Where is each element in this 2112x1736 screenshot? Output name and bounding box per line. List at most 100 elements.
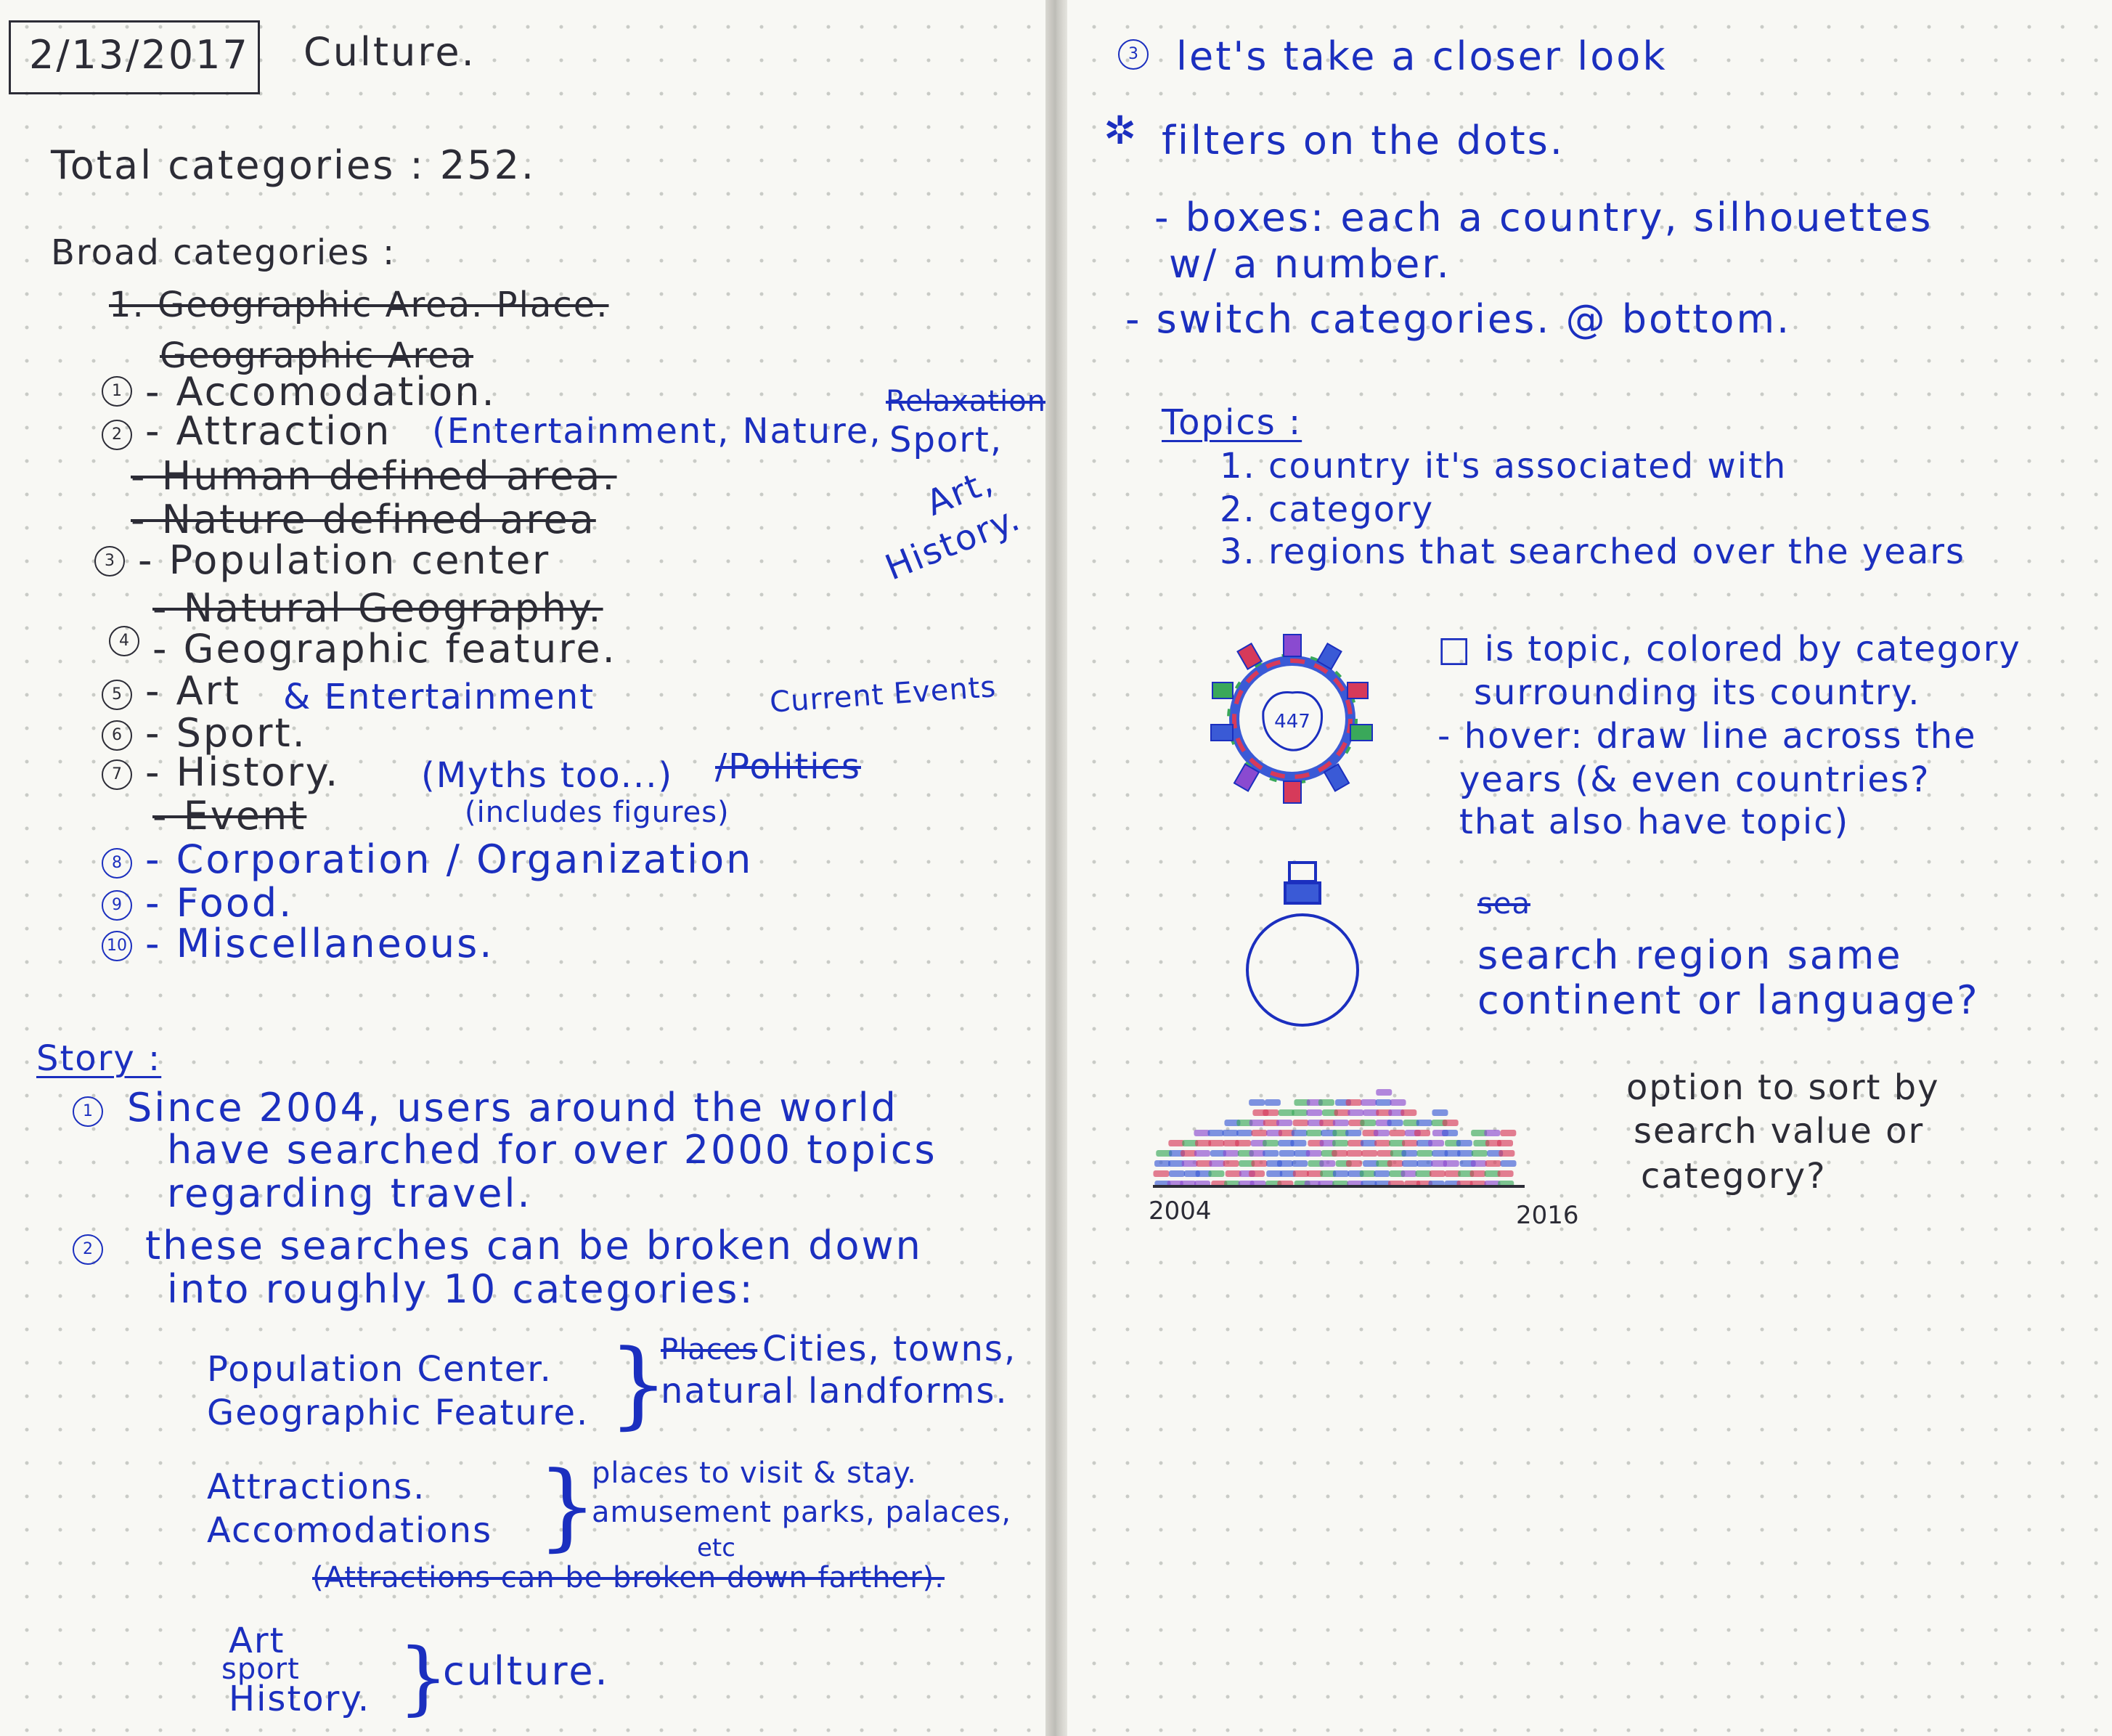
stack-mark [1251,1130,1268,1136]
item-number: 4 [109,626,139,656]
boxes-note: - boxes: each a country, silhouettes [1154,195,1933,240]
stack-mark [1236,1120,1253,1126]
stack-mark [1361,1140,1377,1146]
stack-mark [1208,1170,1225,1177]
stack-mark [1290,1140,1307,1146]
group-3-item: History. [229,1679,371,1719]
stack-mark [1305,1150,1322,1157]
total-categories: Total categories : 252. [51,142,537,188]
group-3-desc: culture. [443,1648,610,1694]
stack-mark [1208,1140,1225,1146]
item-number: 2 [102,420,132,450]
stack-mark [1403,1120,1419,1126]
stack-mark [1263,1120,1279,1126]
stack-mark [1236,1130,1253,1136]
brace-1: } [608,1329,669,1439]
stack-mark [1373,1130,1390,1136]
stack-mark [1471,1130,1488,1136]
stack-mark [1334,1109,1350,1116]
stack-mark [1249,1120,1265,1126]
art-note: & Entertainment [283,677,595,717]
stack-mark [1265,1130,1282,1136]
star-note: filters on the dots. [1162,118,1565,163]
stack-mark [1500,1160,1517,1167]
stack-mark [1484,1170,1501,1177]
attraction-struck: Relaxation [886,385,1045,418]
glyph-number: 447 [1274,711,1310,733]
current-events-note: Current Events [768,670,998,720]
story-1-line: Since 2004, users around the world [127,1085,898,1130]
stack-mark [1471,1150,1488,1157]
stack-mark [1264,1099,1281,1106]
category-item: - History. [145,749,341,795]
struck-line-1: 1. Geographic Area. Place. [109,285,609,325]
story-step-2-marker: 2 [73,1234,103,1265]
stack-mark [1279,1150,1295,1157]
struck-line-2: Geographic Area [160,335,474,376]
stack-mark [1294,1150,1310,1157]
stack-mark [1332,1170,1349,1177]
stack-mark [1332,1140,1349,1146]
stack-mark [1278,1130,1294,1136]
stack-mark [1305,1130,1322,1136]
stack-mark [1346,1150,1363,1157]
sort-note: option to sort by [1626,1067,1940,1108]
stack-mark [1294,1099,1310,1106]
item-number: 8 [102,848,132,879]
category-item: - Miscellaneous. [145,921,494,966]
notebook-gutter [1045,0,1067,1736]
country-silhouette [1262,691,1324,751]
stack-mark [1388,1109,1405,1116]
category-item: - Geographic feature. [152,626,617,672]
stack-mark [1276,1160,1293,1167]
item-number: 9 [102,890,132,921]
date: 2/13/2017 [29,32,250,78]
attraction-note: (Entertainment, Nature, [432,411,882,452]
stack-mark [1387,1160,1403,1167]
item-number: 7 [102,759,132,790]
stack-mark [1224,1120,1241,1126]
group-1-item: Population Center. [207,1349,553,1390]
stack-mark [1306,1109,1323,1116]
stack-mark [1416,1120,1432,1126]
item-number: 6 [102,720,132,751]
stack-mark [1429,1170,1446,1177]
history-note: (Myths too...) [421,755,674,796]
category-item: - Population center [138,537,551,583]
stack-mark [1235,1140,1252,1146]
date-box [9,20,260,94]
stack-mark [1345,1130,1362,1136]
region-circle-sketch [1246,861,1359,1027]
hover-note: years (& even countries? [1459,759,1930,800]
stack-mark [1458,1170,1475,1177]
stack-mark [1456,1140,1472,1146]
step-3-marker: 3 [1118,39,1149,70]
category-item: - Sport. [145,710,307,756]
story-1-line: have searched for over 2000 topics [167,1127,937,1173]
group-3-item: Art [229,1621,285,1661]
stack-mark [1207,1130,1224,1136]
group-2-item: Accomodations [207,1510,493,1551]
hover-note: - hover: draw line across the [1438,716,1977,757]
stack-mark [1443,1160,1459,1167]
stack-mark [1444,1150,1461,1157]
stack-mark [1278,1140,1294,1146]
stack-mark [1347,1140,1364,1146]
stack-mark [1209,1160,1226,1167]
hover-note: that also have topic) [1459,802,1850,842]
stack-mark [1377,1150,1393,1157]
stack-mark [1390,1099,1406,1106]
stack-mark [1319,1140,1336,1146]
story-step-1-marker: 1 [73,1096,103,1127]
stack-mark [1473,1140,1490,1146]
stack-mark [1363,1160,1379,1167]
stack-mark [1432,1109,1448,1116]
stack-mark [1432,1150,1448,1157]
story-2-line: these searches can be broken down [145,1223,923,1268]
history-note-2: (includes figures) [465,796,730,829]
stack-mark [1497,1170,1514,1177]
struck-event: - Event [152,793,307,839]
category-item: - Accomodation. [145,369,497,415]
group-2-desc: etc [697,1533,735,1562]
stack-mark [1376,1089,1393,1096]
